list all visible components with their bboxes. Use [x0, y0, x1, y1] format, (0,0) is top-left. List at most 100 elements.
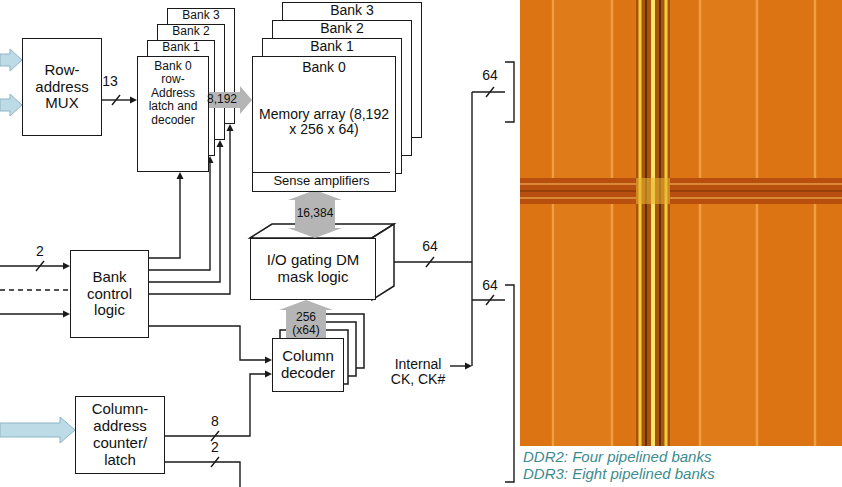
- arrow-head: [217, 140, 224, 147]
- input-arrow: [0, 94, 22, 116]
- signal-line: [0, 265, 64, 266]
- clock-line: [450, 365, 465, 366]
- die-crossing: [636, 178, 670, 204]
- die-line: [756, 0, 759, 178]
- bank-select-line: [149, 326, 272, 364]
- arrow-head: [227, 124, 234, 131]
- bus-width: 8: [211, 414, 219, 429]
- die-line: [699, 0, 702, 178]
- label-box: 2: [211, 440, 219, 455]
- node-text: Bank 3: [330, 3, 374, 19]
- die-line: [520, 183, 842, 185]
- connector-line: [102, 99, 130, 100]
- column-decoder: Column decoder: [272, 338, 344, 392]
- memory-array: Bank 0 Memory array (8,192 x 256 x 64) Sen…: [252, 56, 396, 192]
- data-bus: [472, 299, 505, 300]
- arrow-head: [265, 357, 272, 364]
- bus-slash: [36, 261, 44, 271]
- bus-width: 2: [211, 440, 219, 455]
- die-line: [552, 0, 555, 178]
- caption: DDR2: Four pipelined banks DDR3: Eight p…: [523, 449, 735, 482]
- arrow-head: [288, 228, 342, 238]
- node-text: Bank 1: [310, 39, 354, 55]
- arrow-head: [63, 263, 70, 270]
- die-line: [665, 0, 668, 446]
- node-text: I/O gating DM mask logic: [254, 252, 372, 286]
- arrow-head: [130, 97, 137, 104]
- connector-line: [295, 200, 335, 228]
- die-line: [659, 0, 661, 446]
- die-spine: [636, 0, 670, 446]
- edge-label-box: 8: [211, 414, 219, 429]
- die-line: [520, 197, 842, 199]
- bus-width: 64: [482, 68, 498, 83]
- sense-amplifiers: Sense amplifiers: [253, 172, 390, 190]
- edge-label-box: 8,192: [207, 93, 237, 106]
- die-line: [611, 204, 614, 446]
- connector-line: [149, 326, 265, 360]
- arrow-head: [265, 371, 272, 378]
- die-line: [552, 204, 555, 446]
- bracket: [505, 285, 514, 482]
- node-text: Column-address counter/ latch: [79, 401, 161, 468]
- input-arrow: [0, 49, 22, 71]
- die-photo: [520, 0, 842, 446]
- bus-width: 2: [36, 244, 44, 259]
- node-text: Bank 2: [172, 25, 209, 38]
- data-bus-arrow: [288, 190, 342, 238]
- bracket: [505, 62, 514, 122]
- edge-label-box: 16,384: [297, 207, 334, 220]
- label-box: 64: [482, 278, 498, 293]
- input-arrow: [0, 417, 75, 443]
- arrow-head: [240, 86, 252, 114]
- bus-width: 13: [102, 74, 118, 89]
- die-line: [756, 204, 759, 446]
- label-box: 2: [36, 244, 44, 259]
- caption-box: DDR2: Four pipelined banks DDR3: Eight p…: [523, 449, 735, 482]
- connector-line: [149, 179, 180, 258]
- address-bus: [102, 97, 137, 104]
- connector-line: [149, 163, 210, 270]
- arrow-head: [465, 363, 472, 370]
- column-address-bus: [165, 371, 272, 437]
- bus-slash: [486, 295, 494, 305]
- node-text: Bank 1: [162, 41, 199, 54]
- bus-width: 64: [482, 278, 498, 293]
- label-box: Internal CK, CK#: [386, 357, 450, 388]
- bus-slash: [426, 257, 434, 267]
- column-address-latch: Column-address counter/ latch: [75, 396, 165, 474]
- node-text: Bank 0: [154, 60, 191, 73]
- edge-label-box: 13: [102, 74, 118, 89]
- data-bus: [472, 91, 505, 92]
- bank-control-block: Bank control logic: [70, 250, 149, 338]
- die-texture: [700, 0, 757, 446]
- node-text: Row-address MUX: [26, 62, 98, 112]
- arrow-head: [63, 311, 70, 318]
- node-text: Memory array (8,192 x 256 x 64): [256, 107, 392, 138]
- label-box: 64: [482, 68, 498, 83]
- connector-line: [286, 310, 326, 338]
- node-text: Bank control logic: [74, 269, 145, 319]
- node-text: Sense amplifiers: [273, 174, 369, 189]
- signal-line: [0, 289, 70, 290]
- die-line: [814, 0, 817, 178]
- mux-box: Row-address MUX: [22, 38, 102, 136]
- bus-width: 16,384: [297, 207, 334, 220]
- die-line: [651, 0, 655, 446]
- signal-line: [161, 462, 240, 487]
- bank-select-line: [149, 156, 214, 270]
- bus-width: 64: [422, 239, 438, 254]
- connector-line: [165, 374, 265, 436]
- arrow-head: [279, 300, 333, 310]
- node-text: Bank 0: [302, 60, 346, 76]
- die-line: [699, 204, 702, 446]
- arrow-head: [177, 172, 184, 179]
- node-text: Bank 2: [320, 21, 364, 37]
- bus-slash: [486, 87, 494, 97]
- row-latch-decoder: Bank 0row-Address latch and decoder: [137, 56, 209, 172]
- data-bus: [471, 92, 472, 366]
- die-line: [814, 204, 817, 446]
- node-text: Column decoder: [276, 348, 340, 382]
- bus-width: 8,192: [207, 93, 237, 106]
